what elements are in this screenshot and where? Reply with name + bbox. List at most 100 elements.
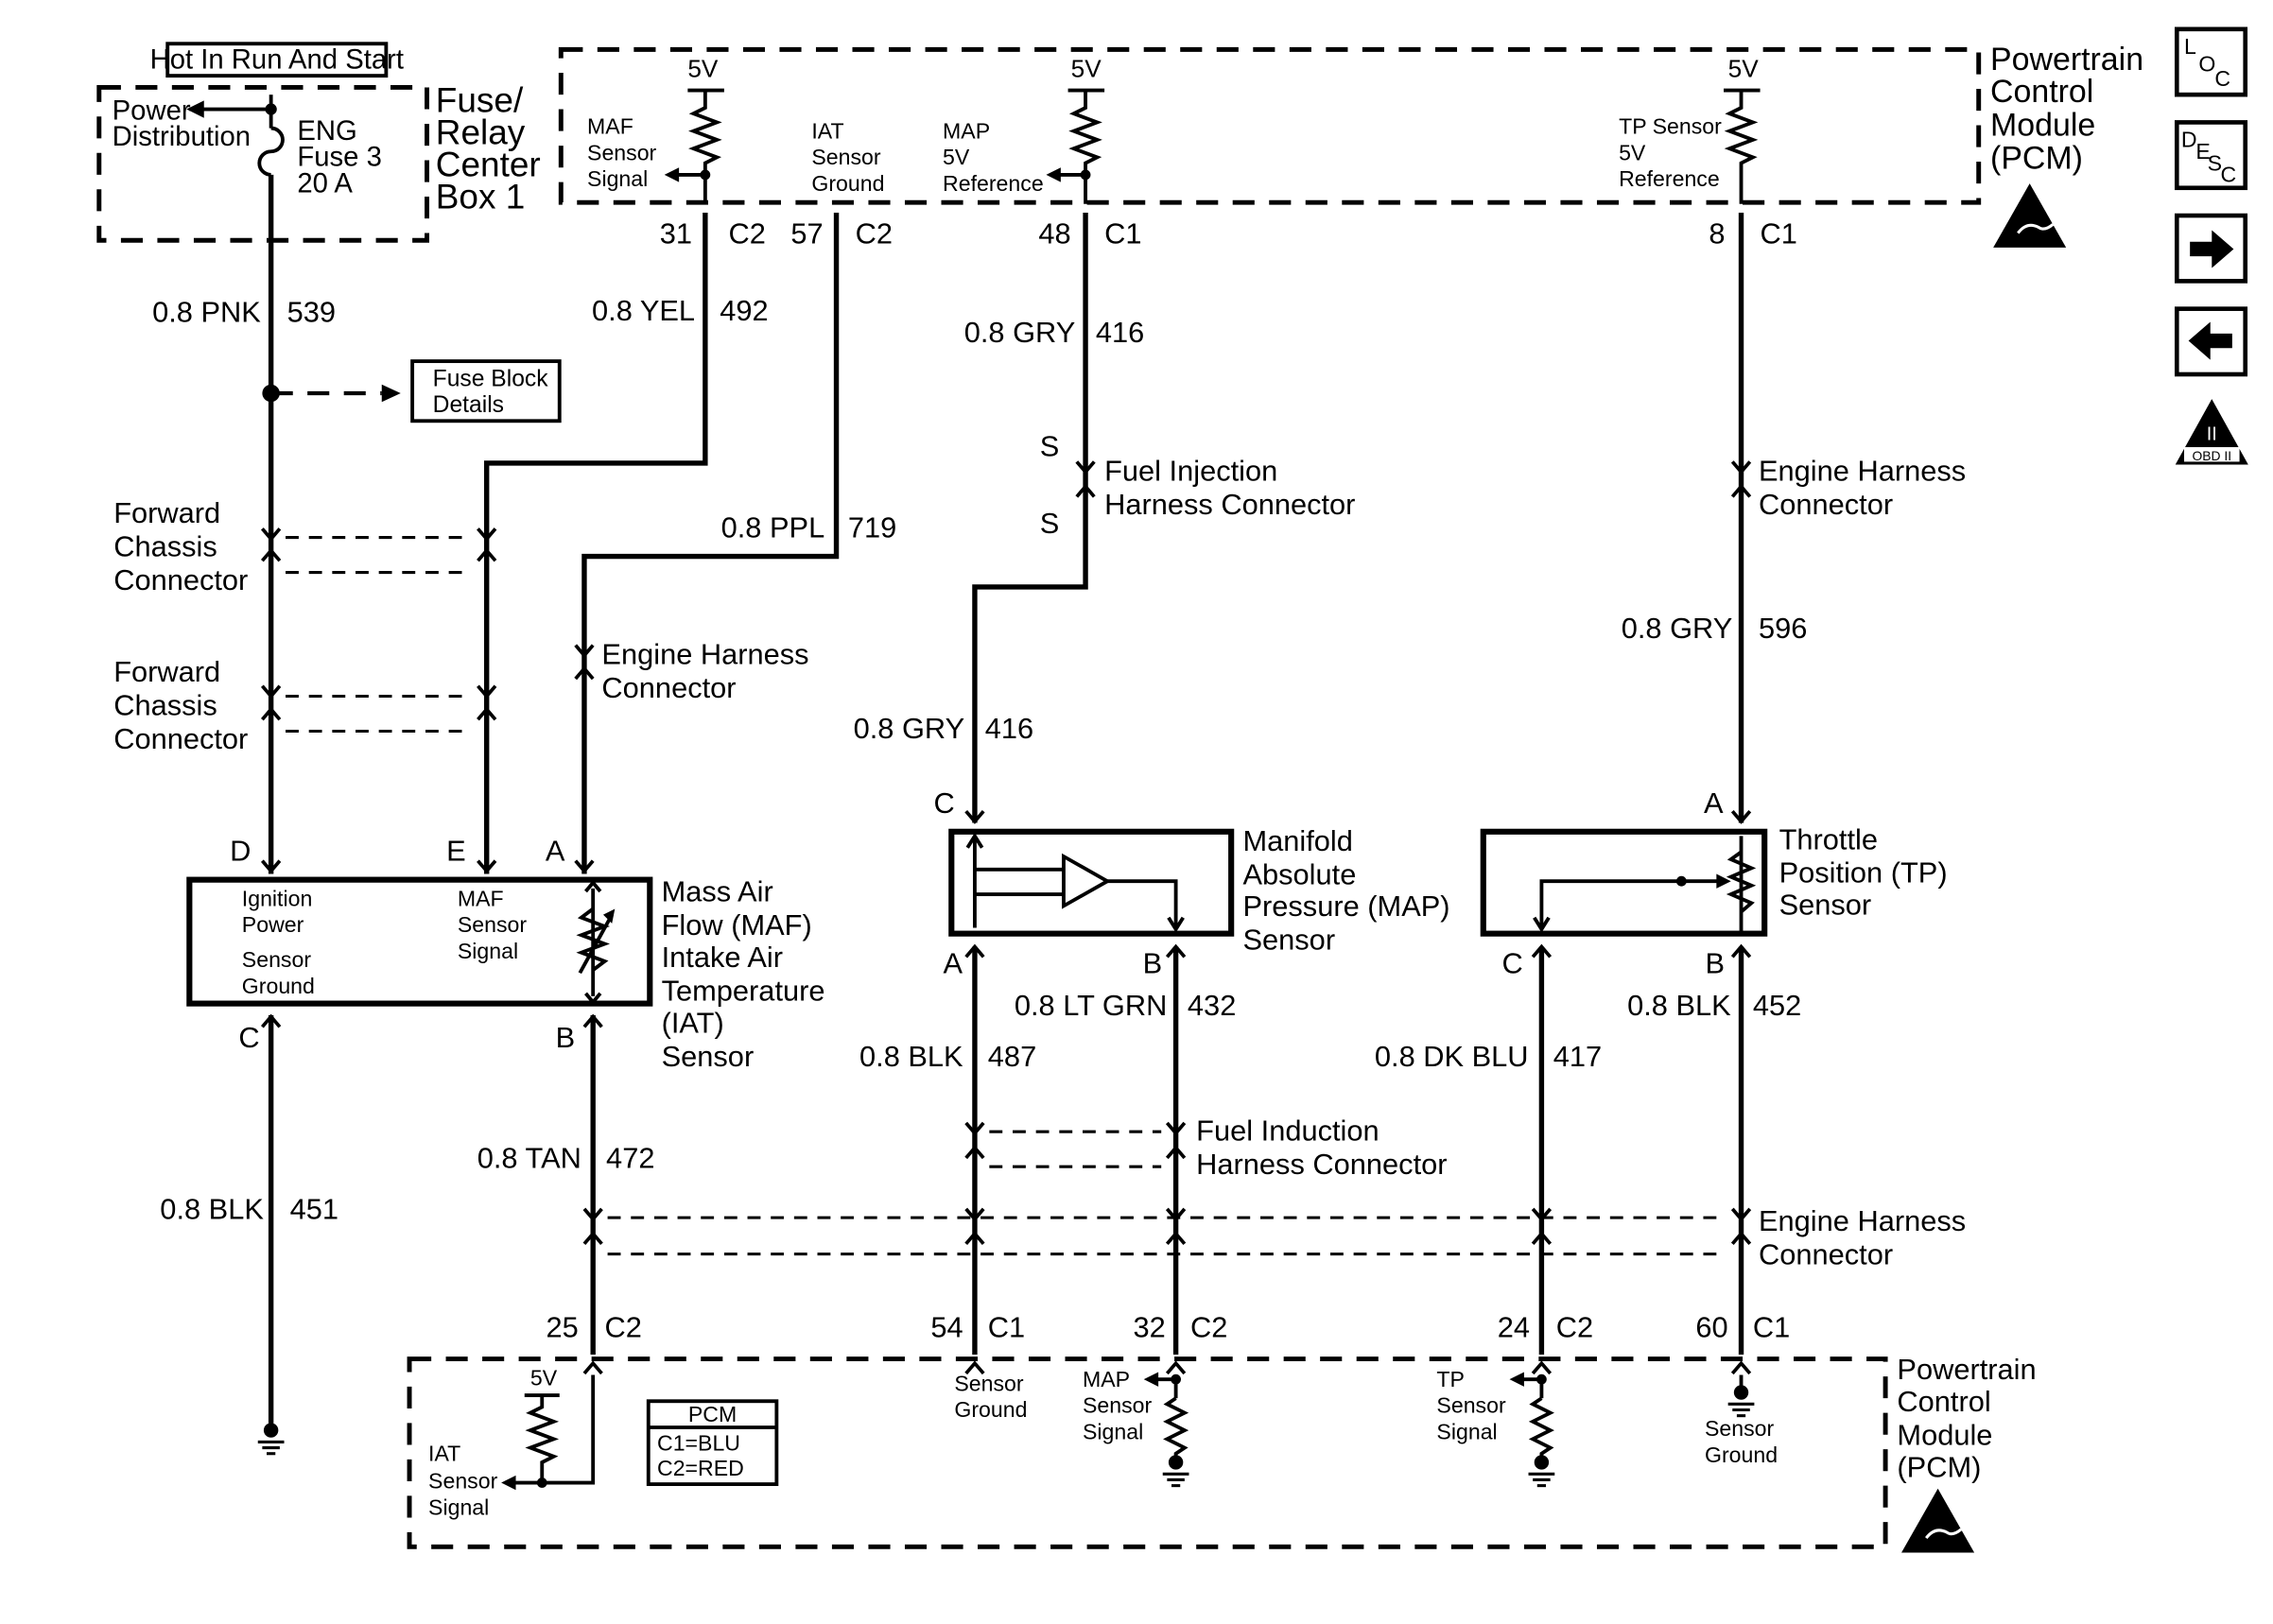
tp-sensor: A Throttle Position (TP) Sensor C B (1480, 786, 1948, 979)
wire-pnk-num: 539 (287, 296, 336, 329)
tp-pulldown-resistor-icon (1528, 1396, 1554, 1462)
map-signal-2: Sensor (1083, 1393, 1153, 1418)
wire-ppl-719 (581, 212, 840, 874)
tp-title-1: Throttle (1779, 822, 1878, 855)
map-sensor-box (948, 828, 1235, 937)
maf-title-6: Sensor (662, 1040, 755, 1073)
tp-ref-resistor-icon (1724, 90, 1759, 204)
pcm-legend-c2: C2=RED (657, 1456, 744, 1480)
ground-icon (1526, 1453, 1557, 1488)
loc-button[interactable]: L O C (2174, 26, 2248, 97)
tp-ref-1: TP Sensor (1619, 114, 1722, 139)
maf-resistor-icon (688, 90, 722, 204)
pcm-bottom-outline (407, 1356, 1888, 1549)
map-pulldown-resistor-icon (1163, 1396, 1189, 1462)
wire-ltgrn-color: 0.8 LT GRN (1015, 989, 1167, 1022)
map-sensor: C Manifold Absolute Pressure (MAP) Senso… (933, 786, 1449, 979)
ehm-label-2: Connector (601, 671, 736, 704)
fuse-block-details-2[interactable]: Details (433, 392, 504, 418)
wire-ltgrn-num: 432 (1188, 989, 1236, 1022)
wire-pnk-color: 0.8 PNK (152, 296, 261, 329)
ehb-label-2: Connector (1759, 1237, 1893, 1270)
fuse-block-details-box[interactable] (410, 359, 562, 423)
conn-c1-c: C1 (988, 1310, 1025, 1343)
tp-title-3: Sensor (1779, 889, 1872, 922)
desc-e: E (2195, 139, 2210, 164)
tp-signal-2: Sensor (1436, 1393, 1506, 1418)
iat-resistor-icon (525, 1395, 560, 1483)
map-ref-2: 5V (943, 145, 970, 169)
maf-title-3: Intake Air (662, 941, 783, 974)
pcm-top-title-1: Powertrain (1990, 42, 2143, 78)
maf-title-2: Flow (MAF) (662, 908, 812, 942)
maf-ign-2: Power (242, 912, 304, 937)
fuse-box-outline (96, 84, 429, 243)
map-title-4: Sensor (1242, 924, 1335, 957)
fuse-title-1: Fuse/ (436, 81, 524, 120)
maf-signal-2: Sensor (587, 140, 657, 164)
pcm-bottom-title-4: (PCM) (1897, 1450, 1981, 1483)
iat-ground-3: Ground (811, 171, 884, 196)
fc1-label-3: Connector (113, 563, 248, 596)
pin-48: 48 (1038, 216, 1070, 250)
pcm-legend-title: PCM (688, 1402, 737, 1426)
ground-icon (255, 1421, 286, 1456)
hot-label: Hot In Run And Start (150, 44, 404, 75)
engine-harness-connector-tp: Engine Harness Connector (1730, 454, 1966, 521)
map-title-2: Absolute (1242, 857, 1356, 890)
wire-blk451-color: 0.8 BLK (160, 1193, 264, 1226)
pcm-top-outline (558, 46, 1982, 205)
fc1-label-2: Chassis (113, 530, 217, 563)
fuse-line-1: ENG (297, 116, 356, 147)
map-pin-c: C (933, 786, 954, 820)
maf-sensor-box (186, 876, 653, 1007)
nav-icons: L O C D E S C II OBD II (2174, 26, 2248, 465)
pin-25: 25 (547, 1310, 579, 1343)
wire-gry416b-color: 0.8 GRY (854, 712, 965, 745)
fin-label-1: Fuel Induction (1196, 1114, 1379, 1147)
iat-ground-1: IAT (811, 118, 843, 143)
tp-pin-a: A (1704, 786, 1724, 820)
wire-blk487-color: 0.8 BLK (859, 1040, 963, 1073)
maf-pin-c: C (238, 1021, 259, 1054)
fc2-label-2: Chassis (113, 689, 217, 722)
engine-harness-connector-bottom: Engine Harness Connector (582, 1204, 1966, 1270)
conn-c1-b: C1 (1761, 216, 1797, 250)
esd-warning-icon (1993, 183, 2067, 248)
maf-pin-a: A (546, 835, 565, 868)
wire-ppl-num: 719 (848, 511, 896, 544)
maf-iat-sensor: D E A Ignition Power Sensor Ground MAF S… (186, 835, 825, 1073)
wire-gry596-num: 596 (1759, 612, 1807, 645)
tp-pin-b: B (1706, 946, 1726, 979)
connectors: Forward Chassis Connector Forward Chassi… (113, 429, 1966, 1270)
fuse-relay-center: Hot In Run And Start Power Distribution … (96, 42, 541, 243)
conn-c1-d: C1 (1753, 1310, 1790, 1343)
maf-pin-b: B (556, 1021, 576, 1054)
pcm-bottom-title-3: Module (1897, 1418, 1992, 1451)
thermistor-icon (576, 879, 616, 1006)
ground-icon (1726, 1383, 1757, 1418)
wire-tan-color: 0.8 TAN (477, 1142, 581, 1175)
fuse-block-details-1[interactable]: Fuse Block (433, 366, 549, 391)
pcm-top-title-2: Control (1990, 74, 2093, 110)
next-arrow-button[interactable] (2174, 213, 2248, 284)
arrow-left-icon (186, 100, 204, 118)
prev-arrow-button[interactable] (2174, 306, 2248, 377)
fc1-label-1: Forward (113, 496, 220, 529)
desc-button[interactable]: D E S C (2174, 120, 2248, 191)
obd-ii-button[interactable]: II OBD II (2175, 399, 2248, 465)
wire-dkblu-num: 417 (1553, 1040, 1602, 1073)
ehb-label-1: Engine Harness (1759, 1204, 1966, 1237)
fuse-title-2: Relay (436, 113, 526, 152)
pcm-legend-c1: C1=BLU (657, 1431, 740, 1456)
pin-32: 32 (1134, 1310, 1166, 1343)
pin-24: 24 (1498, 1310, 1530, 1343)
wire-yel-492 (484, 212, 708, 874)
obd-ii-label: OBD II (2192, 448, 2231, 463)
map-title-1: Manifold (1242, 824, 1352, 857)
tp-ref-3: Reference (1619, 166, 1720, 191)
wire-yel-color: 0.8 YEL (592, 294, 695, 327)
pin-31: 31 (660, 216, 692, 250)
pin-8: 8 (1709, 216, 1725, 250)
